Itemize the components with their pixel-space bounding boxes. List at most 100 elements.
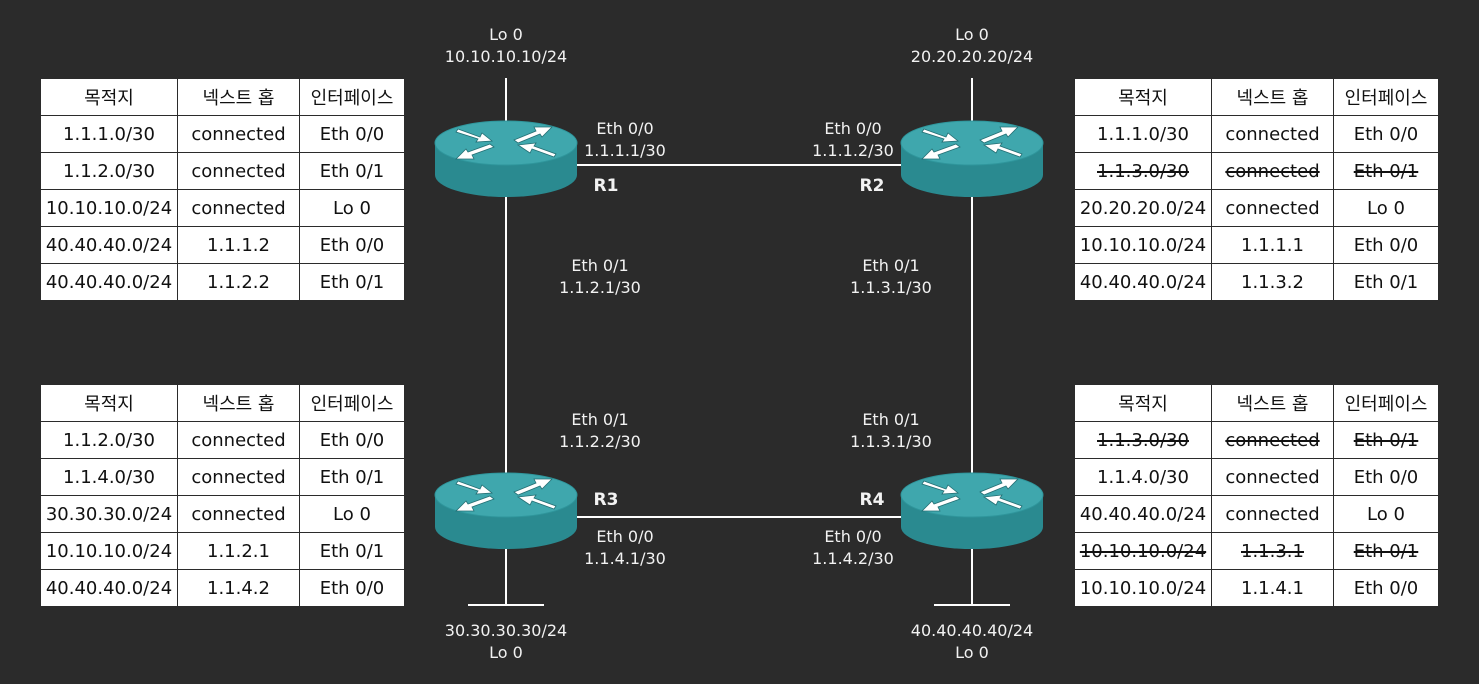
loopback-ip: 20.20.20.20/24 xyxy=(910,47,1034,66)
cell-destination: 1.1.1.0/30 xyxy=(1074,115,1212,153)
cell-next-hop: connected xyxy=(1211,458,1334,496)
cell-next-hop: 1.1.1.1 xyxy=(1211,226,1334,264)
router-icon xyxy=(900,120,1044,198)
loopback-label-r1: Lo 0 10.10.10.10/24 xyxy=(436,24,576,68)
cell-next-hop: connected xyxy=(177,421,300,459)
cell-interface: Eth 0/1 xyxy=(299,152,405,190)
cell-next-hop: connected xyxy=(1211,495,1334,533)
cell-next-hop: connected xyxy=(177,189,300,227)
iface-ip: 1.1.2.1/30 xyxy=(559,278,641,297)
iface-ip: 1.1.1.2/30 xyxy=(812,141,894,160)
iface-name: Eth 0/0 xyxy=(824,527,882,546)
header-next-hop: 넥스트 홉 xyxy=(177,78,300,116)
router-name-r1: R1 xyxy=(593,176,619,196)
iface-name: Eth 0/1 xyxy=(862,410,920,429)
cell-destination: 1.1.2.0/30 xyxy=(40,421,178,459)
cell-interface: Lo 0 xyxy=(1333,189,1439,227)
cell-interface: Eth 0/0 xyxy=(1333,458,1439,496)
cell-next-hop: 1.1.1.2 xyxy=(177,226,300,264)
iface-label-r4-eth01: Eth 0/1 1.1.3.1/30 xyxy=(826,409,956,453)
cell-destination: 20.20.20.0/24 xyxy=(1074,189,1212,227)
iface-ip: 1.1.2.2/30 xyxy=(559,432,641,451)
cell-next-hop: 1.1.2.2 xyxy=(177,263,300,301)
loopback-label-r2: Lo 0 20.20.20.20/24 xyxy=(902,24,1042,68)
cell-next-hop: 1.1.4.1 xyxy=(1211,569,1334,607)
table-header-row: 목적지 넥스트 홉 인터페이스 xyxy=(40,78,405,116)
cell-interface: Eth 0/1 xyxy=(1333,421,1439,459)
cell-next-hop: connected xyxy=(1211,115,1334,153)
cell-next-hop: connected xyxy=(177,495,300,533)
loopback-ip: 30.30.30.30/24 xyxy=(444,621,568,640)
header-destination: 목적지 xyxy=(40,384,178,422)
cell-interface: Lo 0 xyxy=(299,495,405,533)
cell-destination: 1.1.2.0/30 xyxy=(40,152,178,190)
iface-ip: 1.1.3.1/30 xyxy=(850,432,932,451)
cell-destination: 1.1.3.0/30 xyxy=(1074,152,1212,190)
cell-interface: Eth 0/0 xyxy=(1333,115,1439,153)
cell-destination: 10.10.10.0/24 xyxy=(1074,569,1212,607)
cell-next-hop: 1.1.3.1 xyxy=(1211,532,1334,570)
header-interface: 인터페이스 xyxy=(299,78,405,116)
header-destination: 목적지 xyxy=(40,78,178,116)
cell-next-hop: connected xyxy=(177,115,300,153)
header-interface: 인터페이스 xyxy=(1333,384,1439,422)
cell-destination: 40.40.40.0/24 xyxy=(40,263,178,301)
table-header-row: 목적지 넥스트 홉 인터페이스 xyxy=(1074,78,1439,116)
cell-next-hop: connected xyxy=(1211,421,1334,459)
cell-destination: 1.1.4.0/30 xyxy=(40,458,178,496)
router-icon xyxy=(434,120,578,198)
iface-label-r3-eth01: Eth 0/1 1.1.2.2/30 xyxy=(535,409,665,453)
loopback-ip: 10.10.10.10/24 xyxy=(444,47,568,66)
cell-next-hop: connected xyxy=(1211,189,1334,227)
loopback-name: Lo 0 xyxy=(955,643,989,662)
cell-next-hop: 1.1.3.2 xyxy=(1211,263,1334,301)
iface-label-r3-eth00: Eth 0/0 1.1.4.1/30 xyxy=(560,526,690,570)
iface-name: Eth 0/0 xyxy=(596,119,654,138)
table-header-row: 목적지 넥스트 홉 인터페이스 xyxy=(1074,384,1439,422)
iface-name: Eth 0/0 xyxy=(824,119,882,138)
cell-next-hop: 1.1.4.2 xyxy=(177,569,300,607)
cell-destination: 30.30.30.0/24 xyxy=(40,495,178,533)
cell-interface: Eth 0/1 xyxy=(1333,532,1439,570)
router-name-r2: R2 xyxy=(859,176,885,196)
cell-interface: Eth 0/1 xyxy=(1333,152,1439,190)
header-destination: 목적지 xyxy=(1074,384,1212,422)
iface-name: Eth 0/1 xyxy=(862,256,920,275)
cell-interface: Lo 0 xyxy=(299,189,405,227)
header-interface: 인터페이스 xyxy=(299,384,405,422)
cell-destination: 1.1.3.0/30 xyxy=(1074,421,1212,459)
cell-interface: Eth 0/0 xyxy=(1333,226,1439,264)
iface-label-r4-eth00: Eth 0/0 1.1.4.2/30 xyxy=(788,526,918,570)
cell-destination: 10.10.10.0/24 xyxy=(40,532,178,570)
cell-interface: Eth 0/0 xyxy=(299,115,405,153)
iface-ip: 1.1.4.2/30 xyxy=(812,549,894,568)
header-interface: 인터페이스 xyxy=(1333,78,1439,116)
router-icon xyxy=(434,472,578,550)
cell-interface: Eth 0/1 xyxy=(1333,263,1439,301)
cell-destination: 10.10.10.0/24 xyxy=(1074,226,1212,264)
iface-name: Eth 0/1 xyxy=(571,256,629,275)
cell-destination: 40.40.40.0/24 xyxy=(40,569,178,607)
iface-ip: 1.1.1.1/30 xyxy=(584,141,666,160)
loopback-label-r4: 40.40.40.40/24 Lo 0 xyxy=(902,620,1042,664)
cell-interface: Eth 0/1 xyxy=(299,458,405,496)
cell-interface: Eth 0/0 xyxy=(299,421,405,459)
